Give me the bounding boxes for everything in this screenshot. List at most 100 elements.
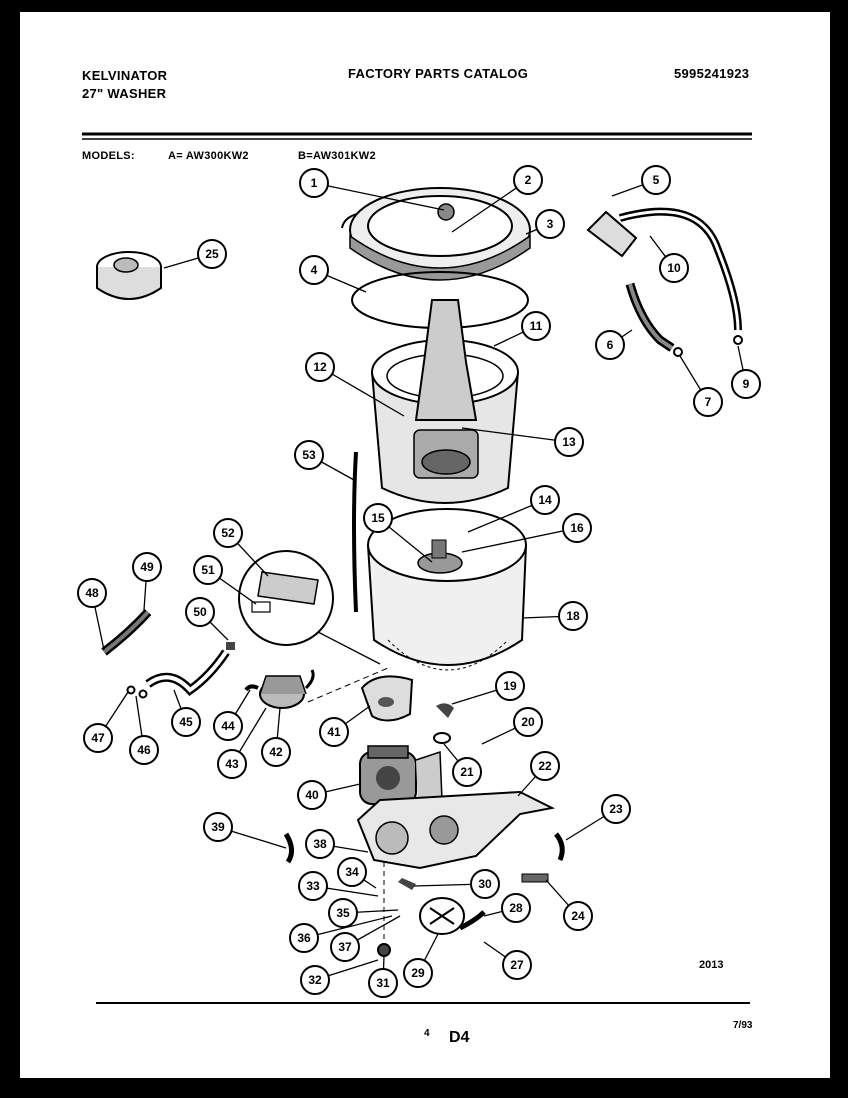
outer-tub-part — [367, 508, 527, 671]
callout-number: 48 — [85, 586, 99, 600]
callout-number: 10 — [667, 261, 681, 275]
product-name: 27" WASHER — [82, 86, 167, 101]
callout-4: 4 — [299, 255, 329, 285]
callout-24: 24 — [563, 901, 593, 931]
callout-number: 27 — [510, 958, 524, 972]
callout-number: 29 — [411, 966, 425, 980]
callout-47: 47 — [83, 723, 113, 753]
callout-number: 45 — [179, 715, 193, 729]
callout-48: 48 — [77, 578, 107, 608]
callout-16: 16 — [562, 513, 592, 543]
catalog-title: FACTORY PARTS CATALOG — [348, 66, 529, 81]
callout-37: 37 — [330, 932, 360, 962]
callout-number: 32 — [308, 973, 322, 987]
callout-6: 6 — [595, 330, 625, 360]
callout-12: 12 — [305, 352, 335, 382]
callout-18: 18 — [558, 601, 588, 631]
callout-leader-12 — [319, 366, 405, 417]
callout-number: 25 — [205, 247, 219, 261]
callout-leader-2 — [451, 179, 529, 233]
callout-45: 45 — [171, 707, 201, 737]
callout-44: 44 — [213, 711, 243, 741]
callout-number: 12 — [313, 360, 327, 374]
callout-number: 19 — [503, 679, 517, 693]
callout-leader-36 — [303, 915, 393, 939]
footer-date: 7/93 — [733, 1020, 753, 1031]
callout-number: 33 — [306, 879, 320, 893]
callout-40: 40 — [297, 780, 327, 810]
callout-number: 30 — [478, 877, 492, 891]
page-code: D4 — [449, 1029, 470, 1046]
callout-number: 38 — [313, 837, 327, 851]
callout-23: 23 — [601, 794, 631, 824]
callout-34: 34 — [337, 857, 367, 887]
callout-leader-16 — [461, 527, 578, 553]
water-pump-part — [244, 669, 414, 722]
callout-number: 3 — [547, 217, 554, 231]
callout-21: 21 — [452, 757, 482, 787]
callout-number: 15 — [371, 511, 385, 525]
motor-part — [359, 745, 443, 807]
callout-51: 51 — [193, 555, 223, 585]
callout-number: 7 — [705, 395, 712, 409]
callout-number: 39 — [211, 820, 225, 834]
brand-name: KELVINATOR — [82, 68, 168, 83]
callout-33: 33 — [298, 871, 328, 901]
models-label: MODELS: — [82, 150, 135, 162]
callout-50: 50 — [185, 597, 215, 627]
callout-31: 31 — [368, 968, 398, 998]
callout-46: 46 — [129, 735, 159, 765]
callout-number: 4 — [311, 263, 318, 277]
callout-15: 15 — [363, 503, 393, 533]
callout-number: 16 — [570, 521, 584, 535]
callout-number: 28 — [509, 901, 523, 915]
callout-number: 5 — [653, 173, 660, 187]
callout-number: 53 — [302, 448, 316, 462]
callout-number: 13 — [562, 435, 576, 449]
callout-number: 47 — [91, 731, 105, 745]
callout-number: 51 — [201, 563, 215, 577]
page-mark: 4 — [424, 1028, 430, 1039]
callout-number: 6 — [607, 338, 614, 352]
callout-9: 9 — [731, 369, 761, 399]
callout-35: 35 — [328, 898, 358, 928]
callout-number: 44 — [221, 719, 235, 733]
callout-42: 42 — [261, 737, 291, 767]
callout-number: 2 — [525, 173, 532, 187]
callout-10: 10 — [659, 253, 689, 283]
callout-53: 53 — [294, 440, 324, 470]
callout-number: 11 — [530, 319, 543, 333]
callout-number: 24 — [571, 909, 585, 923]
callout-3: 3 — [535, 209, 565, 239]
callout-32: 32 — [300, 965, 330, 995]
callout-25: 25 — [197, 239, 227, 269]
model-a: A= AW300KW2 — [168, 150, 249, 162]
callout-2: 2 — [513, 165, 543, 195]
callout-number: 1 — [311, 176, 318, 190]
callout-number: 21 — [460, 765, 474, 779]
callout-1: 1 — [299, 168, 329, 198]
callout-number: 49 — [140, 560, 154, 574]
callout-41: 41 — [319, 717, 349, 747]
callout-number: 40 — [305, 788, 319, 802]
callout-11: 11 — [521, 311, 551, 341]
callout-43: 43 — [217, 749, 247, 779]
callout-13: 13 — [554, 427, 584, 457]
callout-number: 14 — [538, 493, 552, 507]
callout-52: 52 — [213, 518, 243, 548]
assembly-line — [307, 667, 389, 703]
callout-38: 38 — [305, 829, 335, 859]
callout-30: 30 — [470, 869, 500, 899]
callout-leader-1 — [313, 182, 445, 211]
callout-14: 14 — [530, 485, 560, 515]
callout-29: 29 — [403, 958, 433, 988]
callout-number: 22 — [538, 759, 552, 773]
catalog-number: 5995241923 — [674, 66, 750, 81]
callout-36: 36 — [289, 923, 319, 953]
callout-49: 49 — [132, 552, 162, 582]
callout-number: 42 — [269, 745, 283, 759]
fill-hose-part — [352, 451, 358, 613]
callout-number: 50 — [193, 605, 207, 619]
